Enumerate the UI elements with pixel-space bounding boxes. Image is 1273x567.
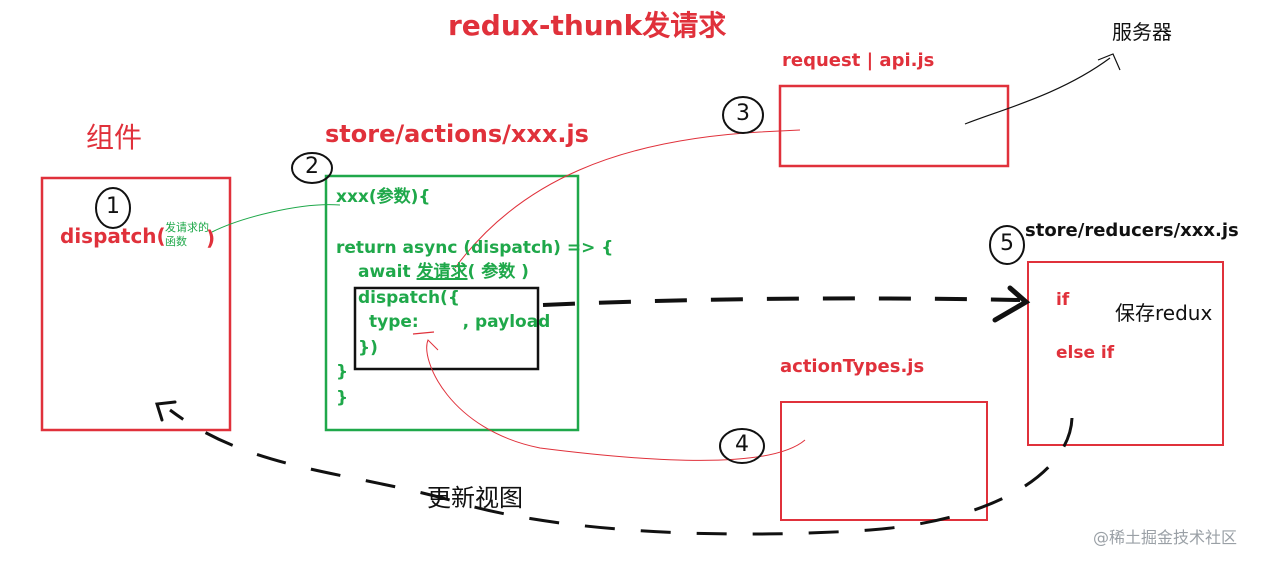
action-types-box — [780, 401, 988, 521]
dispatch-arrowhead — [992, 285, 1031, 323]
code-line-1: xxx(参数){ — [336, 187, 431, 207]
dispatch-inner-box — [353, 286, 540, 371]
code-request-args: ( 参数 ) — [467, 262, 529, 282]
code-request-fn: 发请求 — [416, 262, 468, 282]
request-connector — [454, 129, 801, 269]
server-arrowhead — [1097, 53, 1121, 71]
code-payload: , payload — [462, 312, 551, 332]
step-1-number: 1 — [106, 194, 120, 219]
type-connector — [426, 339, 806, 461]
step-3-circle — [722, 96, 764, 134]
actions-box — [324, 174, 580, 432]
step-2-circle — [291, 152, 333, 184]
actions-title: store/actions/xxx.js — [325, 120, 589, 148]
type-underline — [412, 331, 435, 335]
reducer-else-if: else if — [1056, 343, 1115, 363]
code-line-4: dispatch({ — [358, 288, 460, 308]
dispatch-close-paren: ) — [206, 226, 216, 250]
green-connector — [211, 204, 341, 233]
watermark: @稀土掘金技术社区 — [1093, 528, 1238, 547]
step-2-number: 2 — [305, 154, 319, 179]
step-5-circle — [989, 225, 1025, 265]
step-4-number: 4 — [735, 432, 749, 457]
reducers-box — [1027, 261, 1224, 446]
diagram-title: redux-thunk发请求 — [448, 9, 727, 42]
dispatch-to-reducer-arrow — [542, 296, 1021, 307]
component-title: 组件 — [86, 121, 143, 154]
dispatch-arg-note: 发请求的函数 — [165, 221, 209, 248]
code-line-3: await 发请求( 参数 ) — [358, 264, 529, 281]
reducers-title: store/reducers/xxx.js — [1025, 220, 1239, 241]
step-3-number: 3 — [736, 101, 750, 126]
update-view-arrowhead — [155, 400, 177, 422]
server-connector — [964, 57, 1111, 125]
reducer-if: if — [1056, 290, 1070, 310]
update-view-curve — [169, 408, 1074, 536]
code-line-7: } — [336, 362, 349, 382]
component-box — [40, 176, 232, 432]
code-type: type: — [369, 312, 425, 332]
step-5-number: 5 — [1000, 231, 1014, 256]
code-line-6: }) — [358, 338, 378, 358]
step-1-circle — [95, 187, 131, 229]
step-4-circle — [719, 428, 765, 464]
code-line-8: } — [336, 388, 349, 408]
code-line-5: type: , payload — [369, 314, 550, 331]
api-title: request | api.js — [782, 50, 935, 71]
code-await: await — [358, 262, 417, 282]
action-types-title: actionTypes.js — [780, 356, 925, 377]
dispatch-call: dispatch( — [60, 224, 166, 248]
save-redux-label: 保存redux — [1115, 301, 1213, 325]
server-label: 服务器 — [1112, 20, 1172, 44]
update-view-label: 更新视图 — [427, 484, 523, 512]
api-box — [778, 84, 1010, 168]
code-line-2: return async (dispatch) => { — [336, 238, 614, 258]
